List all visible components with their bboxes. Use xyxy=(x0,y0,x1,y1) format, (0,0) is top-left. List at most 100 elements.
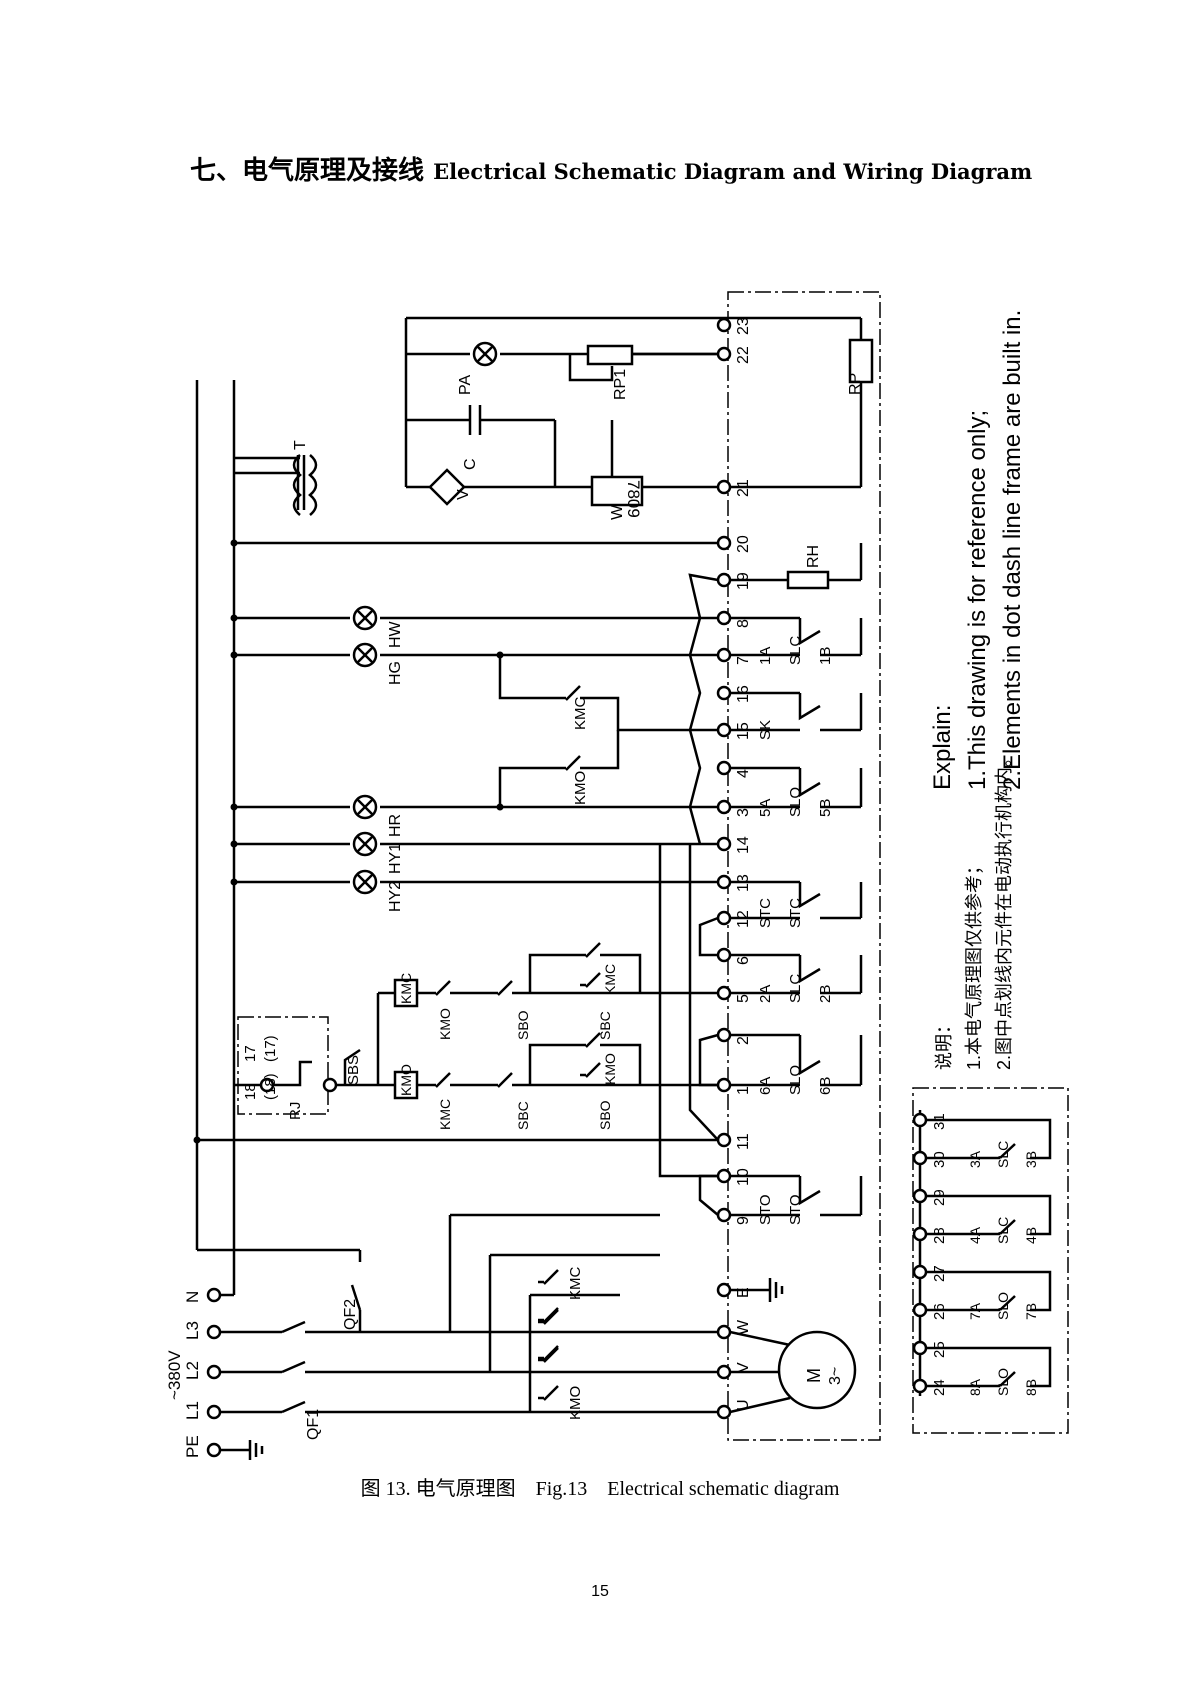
terminal-16 xyxy=(716,685,732,701)
switch-slo-5-label: SLO xyxy=(787,787,804,817)
thermal-relay xyxy=(272,1060,312,1087)
rj-terminal-17b: (17) xyxy=(262,1035,279,1062)
terminal-8 xyxy=(716,610,732,626)
rheostat-wiper xyxy=(568,354,614,382)
switch-sto-label: STO xyxy=(757,1194,774,1225)
aux-switch-label: SLC xyxy=(995,1217,1011,1244)
jumper xyxy=(688,573,719,845)
supply-terminal-l3 xyxy=(206,1324,222,1340)
junction-dot xyxy=(496,651,504,659)
kmc-interlock xyxy=(435,1072,451,1088)
switch-sk-label: SK xyxy=(757,720,774,740)
notes-cn-title: 说明： xyxy=(934,1016,954,1070)
rj-terminal-17: 17 xyxy=(242,1045,259,1062)
terminal-label-2: 2 xyxy=(735,1036,752,1045)
lamp-label-hw: HW xyxy=(387,620,404,648)
qf2-label: QF2 xyxy=(342,1299,359,1330)
qf2-contact xyxy=(350,1284,362,1311)
notes-en-line: 2.Elements in dot dash line frame are bu… xyxy=(999,310,1026,790)
kmc-power-contact xyxy=(543,1345,559,1361)
terminal-3 xyxy=(716,799,732,815)
qf1-contact xyxy=(281,1320,306,1334)
lamp-hy1-cross xyxy=(356,835,374,853)
potentiometer xyxy=(848,338,874,384)
terminal-label-11: 11 xyxy=(735,1133,752,1150)
terminal-14 xyxy=(716,836,732,852)
capacitor-label: C xyxy=(462,458,479,470)
motor xyxy=(777,1330,857,1410)
supply-terminal-pe xyxy=(206,1442,222,1458)
sbc2-label: SBC xyxy=(597,1011,613,1040)
terminal-label-7: 7 xyxy=(735,656,752,665)
kmo-aux-wire xyxy=(498,766,560,807)
regulator xyxy=(590,475,644,507)
motor-lead xyxy=(729,1396,791,1414)
terminal-label-10: 10 xyxy=(735,1168,752,1186)
switch-slo-6-label: SLO xyxy=(787,1065,804,1095)
figure-caption: 图 13. 电气原理图 Fig.13 Electrical schematic … xyxy=(360,1478,840,1500)
bridge-label: V xyxy=(455,489,472,500)
aux-switch xyxy=(999,1219,1016,1235)
kmo-coil-label: KMO xyxy=(398,1064,414,1096)
junction-dot xyxy=(230,878,238,886)
terminal-label-4: 4 xyxy=(735,769,752,778)
terminal-label-14: 14 xyxy=(735,836,752,854)
lamp-hg-cross xyxy=(356,646,374,664)
switch-slo-5-label: 5A xyxy=(757,799,774,817)
hold-wire xyxy=(528,953,580,993)
notes-cn-line: 2.图中点划线内元件在电动执行机构内。 xyxy=(994,749,1014,1070)
kmo-power-contact xyxy=(543,1347,559,1363)
sbc-label: SBC xyxy=(515,1101,531,1130)
terminal-label-w: W xyxy=(735,1319,752,1335)
aux-switch-label: SLO xyxy=(995,1368,1011,1396)
aux-switch-label: 7B xyxy=(1023,1303,1039,1320)
motor-lead xyxy=(729,1330,791,1347)
terminal-label-12: 12 xyxy=(735,910,752,928)
ammeter-label: PA xyxy=(457,375,474,395)
kmo-coil xyxy=(393,1070,419,1100)
switch-slc-2-label: 2B xyxy=(817,985,834,1003)
terminal-label-3: 3 xyxy=(735,808,752,817)
terminal-7 xyxy=(716,647,732,663)
supply-label-n: N xyxy=(183,1291,202,1303)
switch-slo-6-label: 6B xyxy=(817,1077,834,1095)
aux-label-24: 24 xyxy=(931,1379,948,1396)
junction-dot xyxy=(230,803,238,811)
terminal-4 xyxy=(716,760,732,776)
page-heading: 七、电气原理及接线 Electrical Schematic Diagram a… xyxy=(190,150,1032,187)
switch-sk xyxy=(798,693,821,721)
supply-label-l1: L1 xyxy=(183,1401,202,1420)
switch-slc-2 xyxy=(798,955,821,984)
terminal-label-1: 1 xyxy=(735,1086,752,1095)
aux-label-31: 31 xyxy=(931,1113,948,1130)
kmo-hold xyxy=(585,1032,601,1048)
aux-switch-label: 8B xyxy=(1023,1379,1039,1396)
switch-slc-1 xyxy=(798,618,821,646)
aux-switch-label: 3B xyxy=(1023,1151,1039,1168)
kmc-power-label: KMC xyxy=(567,1267,584,1301)
kmc-hold-label: KMC xyxy=(602,964,618,995)
terminal-label-u: U xyxy=(735,1399,752,1411)
terminal-20 xyxy=(716,535,732,551)
notes-cn-line: 1.本电气原理图仅供参考； xyxy=(964,857,984,1070)
switch-stc-label: STC xyxy=(787,898,804,928)
junction-dot xyxy=(230,651,238,659)
terminal-2 xyxy=(716,1027,732,1043)
motor-label: M xyxy=(804,1368,824,1383)
potentiometer-label: RP xyxy=(847,373,864,395)
terminal-label-16: 16 xyxy=(735,685,752,703)
terminal-e xyxy=(716,1282,732,1298)
kmc-interlock-label: KMC xyxy=(437,1099,453,1130)
aux-switch-wire xyxy=(926,1270,1052,1312)
hy1-return xyxy=(658,844,718,1178)
kmo-aux-contact xyxy=(565,755,581,771)
hold-wire xyxy=(528,1043,580,1085)
aux-terminal-27 xyxy=(912,1264,928,1280)
transformer-primary xyxy=(292,454,302,516)
kmc-power-contact xyxy=(543,1307,559,1323)
aux-terminal-28 xyxy=(912,1226,928,1242)
terminal-5 xyxy=(716,985,732,1001)
notes-en-title: Explain: xyxy=(929,705,956,790)
terminal-21 xyxy=(716,479,732,495)
terminal-label-8: 8 xyxy=(735,619,752,628)
